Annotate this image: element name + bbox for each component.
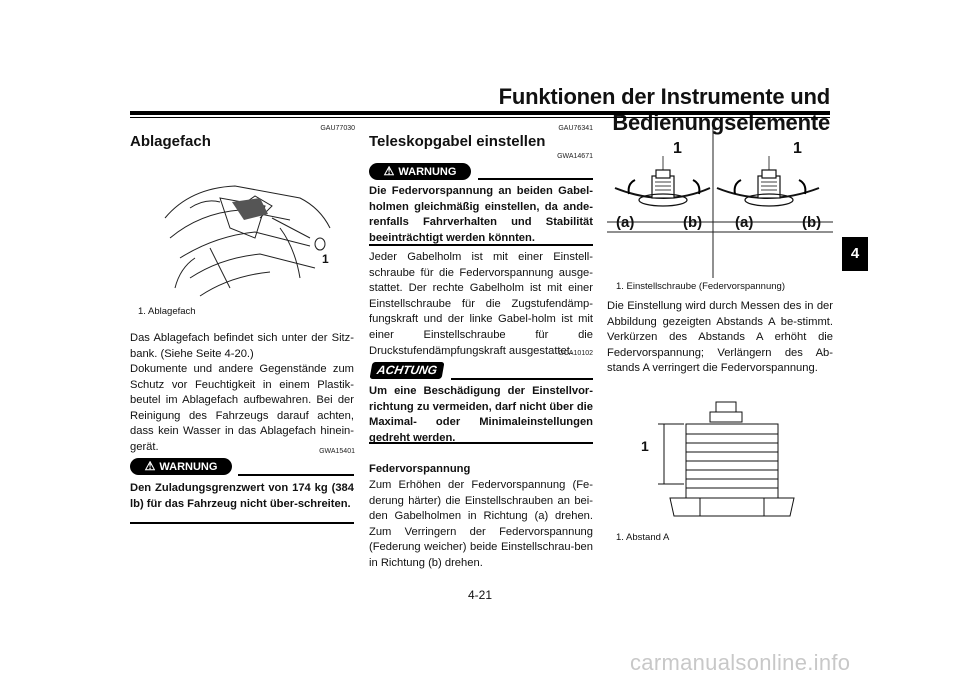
warning-text: Den Zuladungsgrenzwert von 174 kg (384 l…	[130, 482, 354, 510]
section-heading: Ablagefach	[130, 133, 211, 150]
paragraph-preload: Zum Erhöhen der Federvorspannung (Fe-der…	[369, 479, 593, 569]
figure-caption: 1. Ablagefach	[138, 306, 196, 317]
warning-code: GWA14671	[557, 153, 593, 160]
direction-b-right: (b)	[802, 214, 822, 231]
direction-b-left: (b)	[683, 214, 703, 231]
header-rule-thin	[130, 117, 830, 118]
warning-label: WARNUNG	[398, 166, 457, 178]
page-number: 4-21	[467, 588, 493, 602]
warning-text: Die Federvorspannung an beiden Gabel-hol…	[369, 185, 593, 244]
caution-rule-bottom	[369, 442, 593, 444]
caution-rule-top	[451, 378, 593, 380]
paragraph-usage: Dokumente und andere Gegenstände zum Sch…	[130, 363, 354, 453]
direction-a-left: (a)	[616, 214, 635, 231]
paragraph-location: Das Ablagefach befindet sich unter der S…	[130, 332, 354, 360]
warning-rule-bottom	[130, 522, 354, 524]
warning-icon: ⚠	[144, 459, 156, 473]
paragraph-adjusters: Jeder Gabelholm ist mit einer Einstell-s…	[369, 251, 593, 357]
storage-compartment-figure	[164, 185, 331, 297]
warning-code: GWA15401	[319, 448, 355, 455]
watermark: carmanualsonline.info	[630, 650, 851, 675]
distance-a-figure	[658, 401, 795, 517]
header-rule-thick	[130, 111, 830, 115]
figure-callout-1-left: 1	[673, 140, 682, 157]
warning-rule-top	[238, 474, 354, 476]
figure-callout-1-right: 1	[793, 140, 802, 157]
paragraph-distance: Die Einstellung wird durch Messen des in…	[607, 300, 833, 375]
chapter-tab[interactable]: 4	[842, 237, 868, 271]
warning-badge: ⚠WARNUNG	[130, 458, 232, 475]
caution-text: Um eine Beschädigung der Einstellvor-ric…	[369, 385, 593, 444]
section-code: GAU77030	[320, 125, 355, 132]
warning-icon: ⚠	[383, 164, 395, 178]
section-heading: Teleskopgabel einstellen	[369, 133, 546, 150]
figure-callout-1: 1	[641, 438, 649, 454]
figure-callout-1: 1	[322, 252, 329, 266]
warning-rule-top	[478, 178, 593, 180]
caution-badge: ACHTUNG	[369, 362, 445, 379]
caution-code: GCA10102	[558, 350, 593, 357]
subsection-heading: Federvorspannung	[369, 463, 471, 475]
warning-label: WARNUNG	[159, 461, 218, 473]
figure-caption: 1. Einstellschraube (Federvorspannung)	[616, 281, 785, 292]
preload-adjuster-figure	[607, 128, 833, 278]
figure-caption: 1. Abstand A	[616, 532, 670, 543]
section-code: GAU76341	[558, 125, 593, 132]
warning-badge: ⚠WARNUNG	[369, 163, 471, 180]
direction-a-right: (a)	[735, 214, 754, 231]
warning-rule-bottom	[369, 244, 593, 246]
